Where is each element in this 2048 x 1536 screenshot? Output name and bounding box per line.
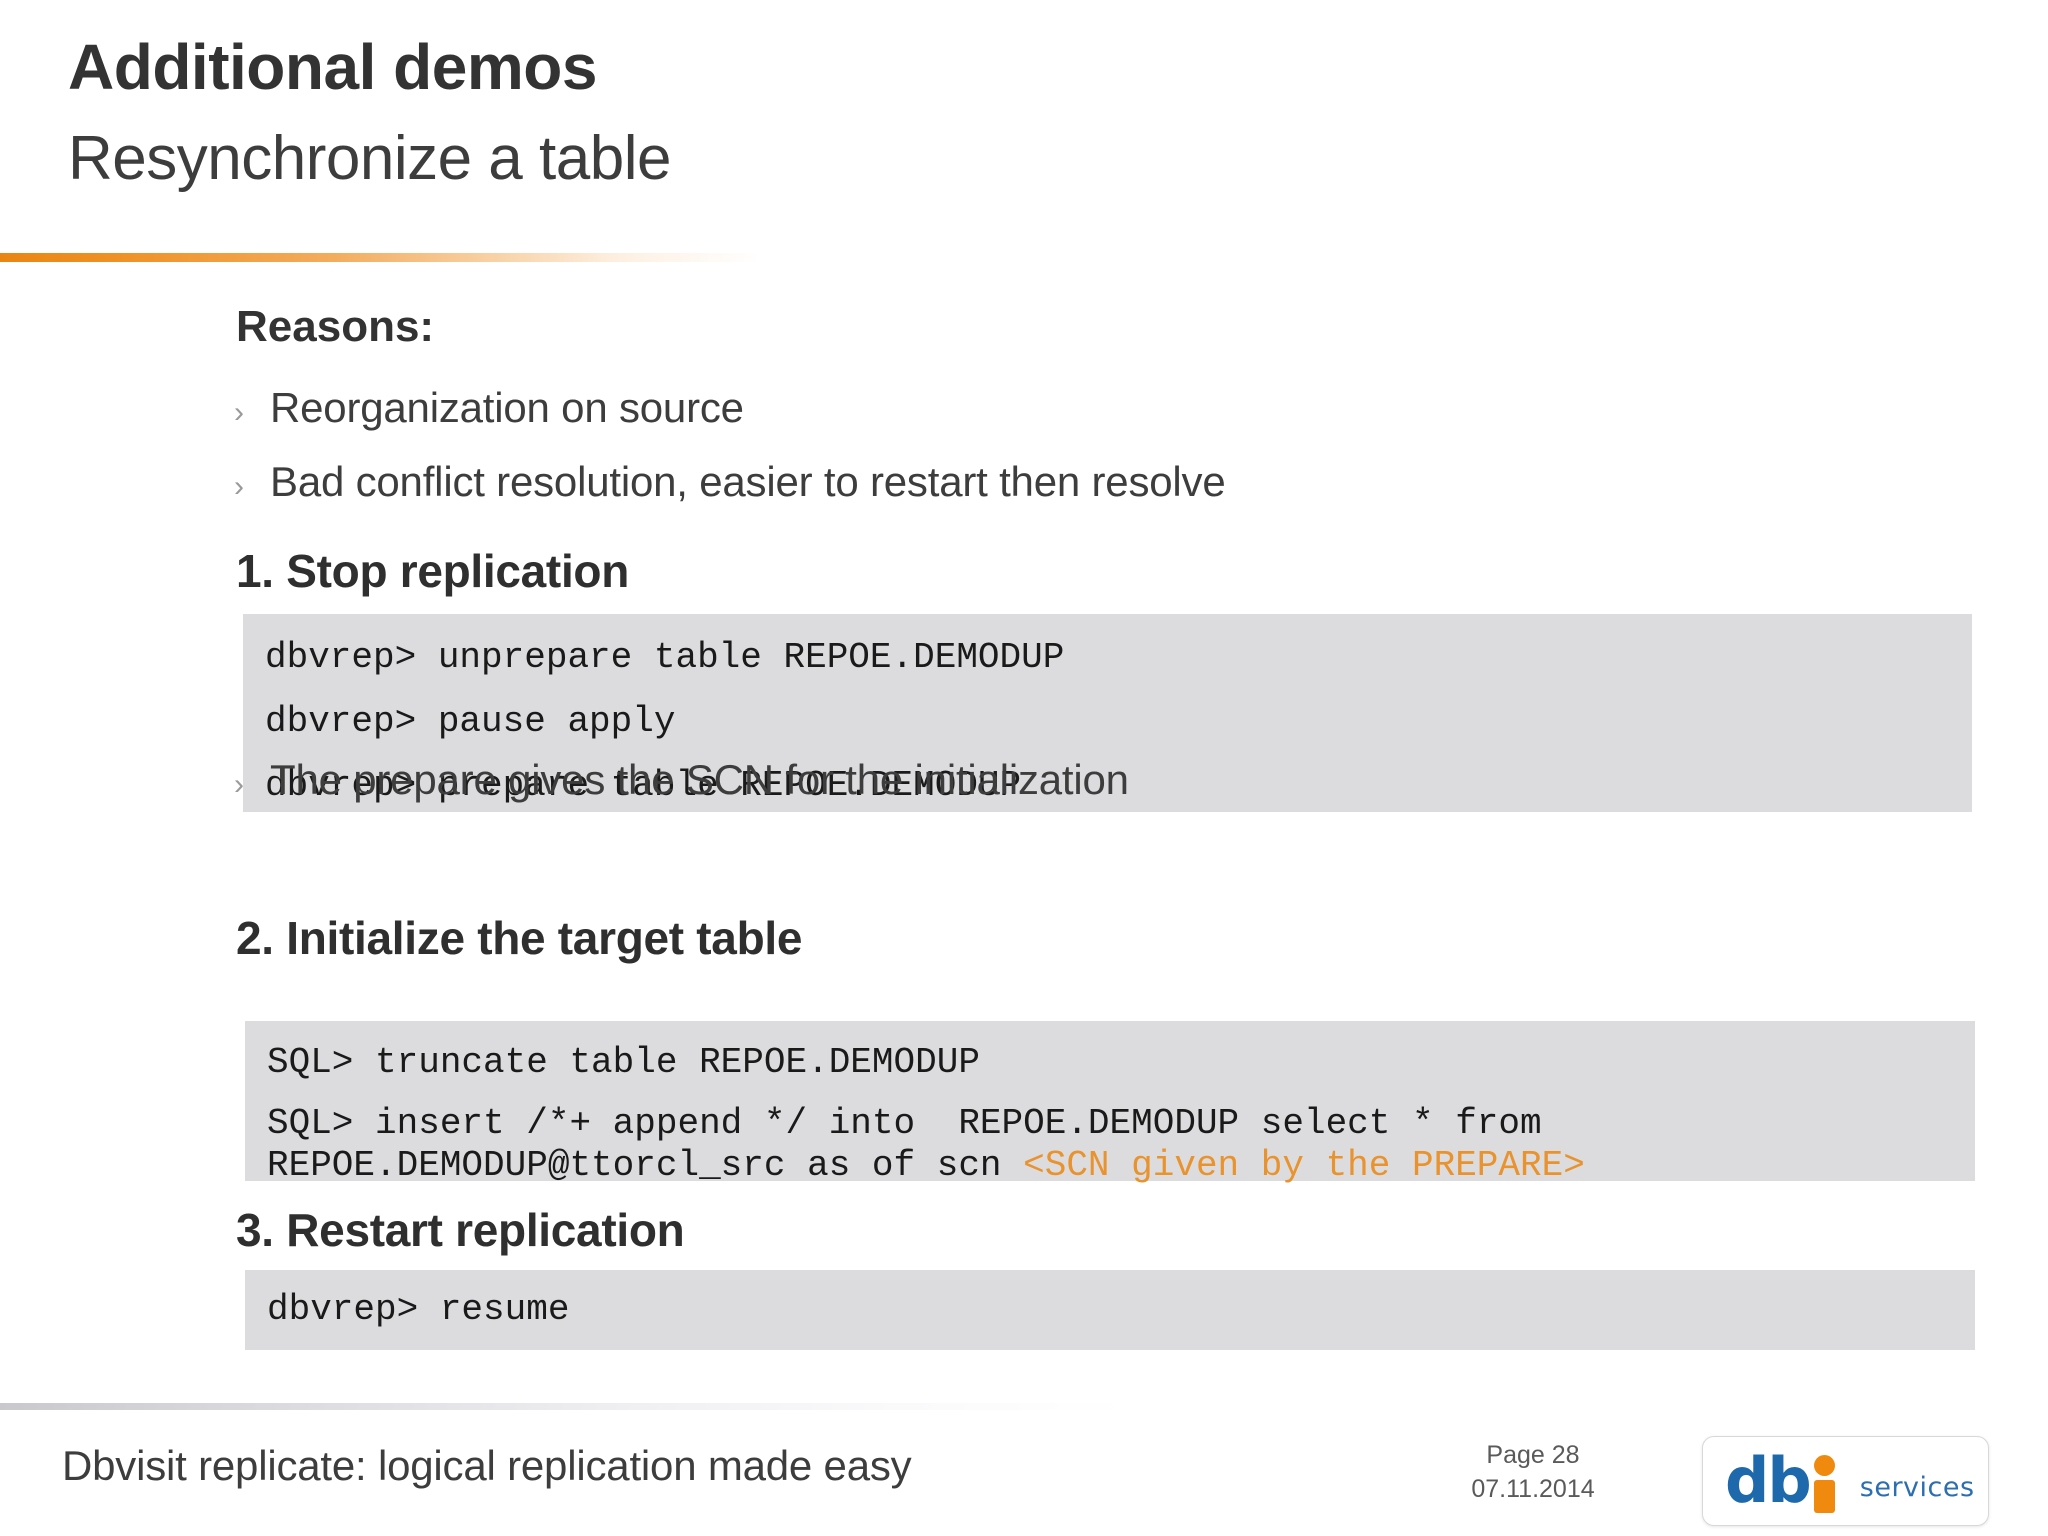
slide-footer: Dbvisit replicate: logical replication m… bbox=[0, 1403, 2048, 1536]
code-block-initialize-target-table: SQL> truncate table REPOE.DEMODUP SQL> i… bbox=[245, 1021, 1975, 1186]
chevron-right-icon: › bbox=[234, 396, 244, 429]
chevron-right-icon: › bbox=[234, 470, 244, 503]
logo-tagline: services bbox=[1859, 1471, 1975, 1503]
code-line: dbvrep> resume bbox=[267, 1289, 570, 1330]
step-1-heading: 1. Stop replication bbox=[236, 545, 630, 597]
list-item-label: The prepare gives the SCN for the initia… bbox=[270, 756, 1129, 803]
code-highlight-scn-placeholder: <SCN given by the PREPARE> bbox=[1023, 1145, 1585, 1187]
step-3-heading: 3. Restart replication bbox=[236, 1204, 685, 1256]
code-block-stop-replication: dbvrep> unprepare table REPOE.DEMODUP db… bbox=[243, 614, 1972, 812]
code-line: SQL> truncate table REPOE.DEMODUP bbox=[267, 1042, 980, 1083]
reasons-heading: Reasons: bbox=[236, 302, 435, 351]
dbi-services-logo: db services bbox=[1702, 1436, 1989, 1526]
slide-header: Additional demos Resynchronize a table bbox=[0, 0, 2048, 262]
logo-i-stem bbox=[1813, 1480, 1835, 1513]
list-item: › Bad conflict resolution, easier to res… bbox=[234, 458, 1226, 506]
page-number: Page 28 bbox=[1486, 1441, 1580, 1469]
footer-divider-rule bbox=[0, 1403, 2048, 1410]
step-2-heading: 2. Initialize the target table bbox=[236, 912, 803, 964]
logo-i-dot bbox=[1813, 1455, 1835, 1476]
list-item: › Reorganization on source bbox=[234, 384, 744, 432]
code-line-part: SQL> insert /*+ append */ into REPOE.DEM… bbox=[267, 1103, 1542, 1144]
logo-letter-i-icon bbox=[1812, 1450, 1838, 1513]
list-item: › The prepare gives the SCN for the init… bbox=[234, 756, 1129, 804]
slide-body: Reasons: › Reorganization on source › Ba… bbox=[0, 256, 2048, 1376]
footer-date: 07.11.2014 bbox=[1471, 1474, 1595, 1503]
code-line: dbvrep> unprepare table REPOE.DEMODUP bbox=[265, 637, 1065, 678]
list-item-label: Reorganization on source bbox=[270, 384, 744, 431]
code-line: SQL> insert /*+ append */ into REPOE.DEM… bbox=[267, 1103, 1975, 1188]
code-line-part: REPOE.DEMODUP@ttorcl_src as of scn bbox=[267, 1145, 1024, 1187]
page-title: Additional demos bbox=[68, 31, 597, 103]
header-divider-rule bbox=[0, 253, 2048, 262]
code-line: dbvrep> prepare table REPOE.DEMODUP bbox=[265, 765, 1022, 806]
code-block-restart-replication: dbvrep> resume bbox=[245, 1270, 1975, 1350]
footer-title: Dbvisit replicate: logical replication m… bbox=[62, 1442, 912, 1489]
chevron-right-icon: › bbox=[234, 768, 244, 801]
code-line: dbvrep> pause apply bbox=[265, 701, 676, 742]
logo-wordmark: db bbox=[1725, 1444, 1812, 1517]
list-item-label: Bad conflict resolution, easier to resta… bbox=[270, 458, 1226, 505]
footer-meta: Page 28 07.11.2014 bbox=[1418, 1439, 1648, 1507]
page-subtitle: Resynchronize a table bbox=[68, 124, 671, 193]
